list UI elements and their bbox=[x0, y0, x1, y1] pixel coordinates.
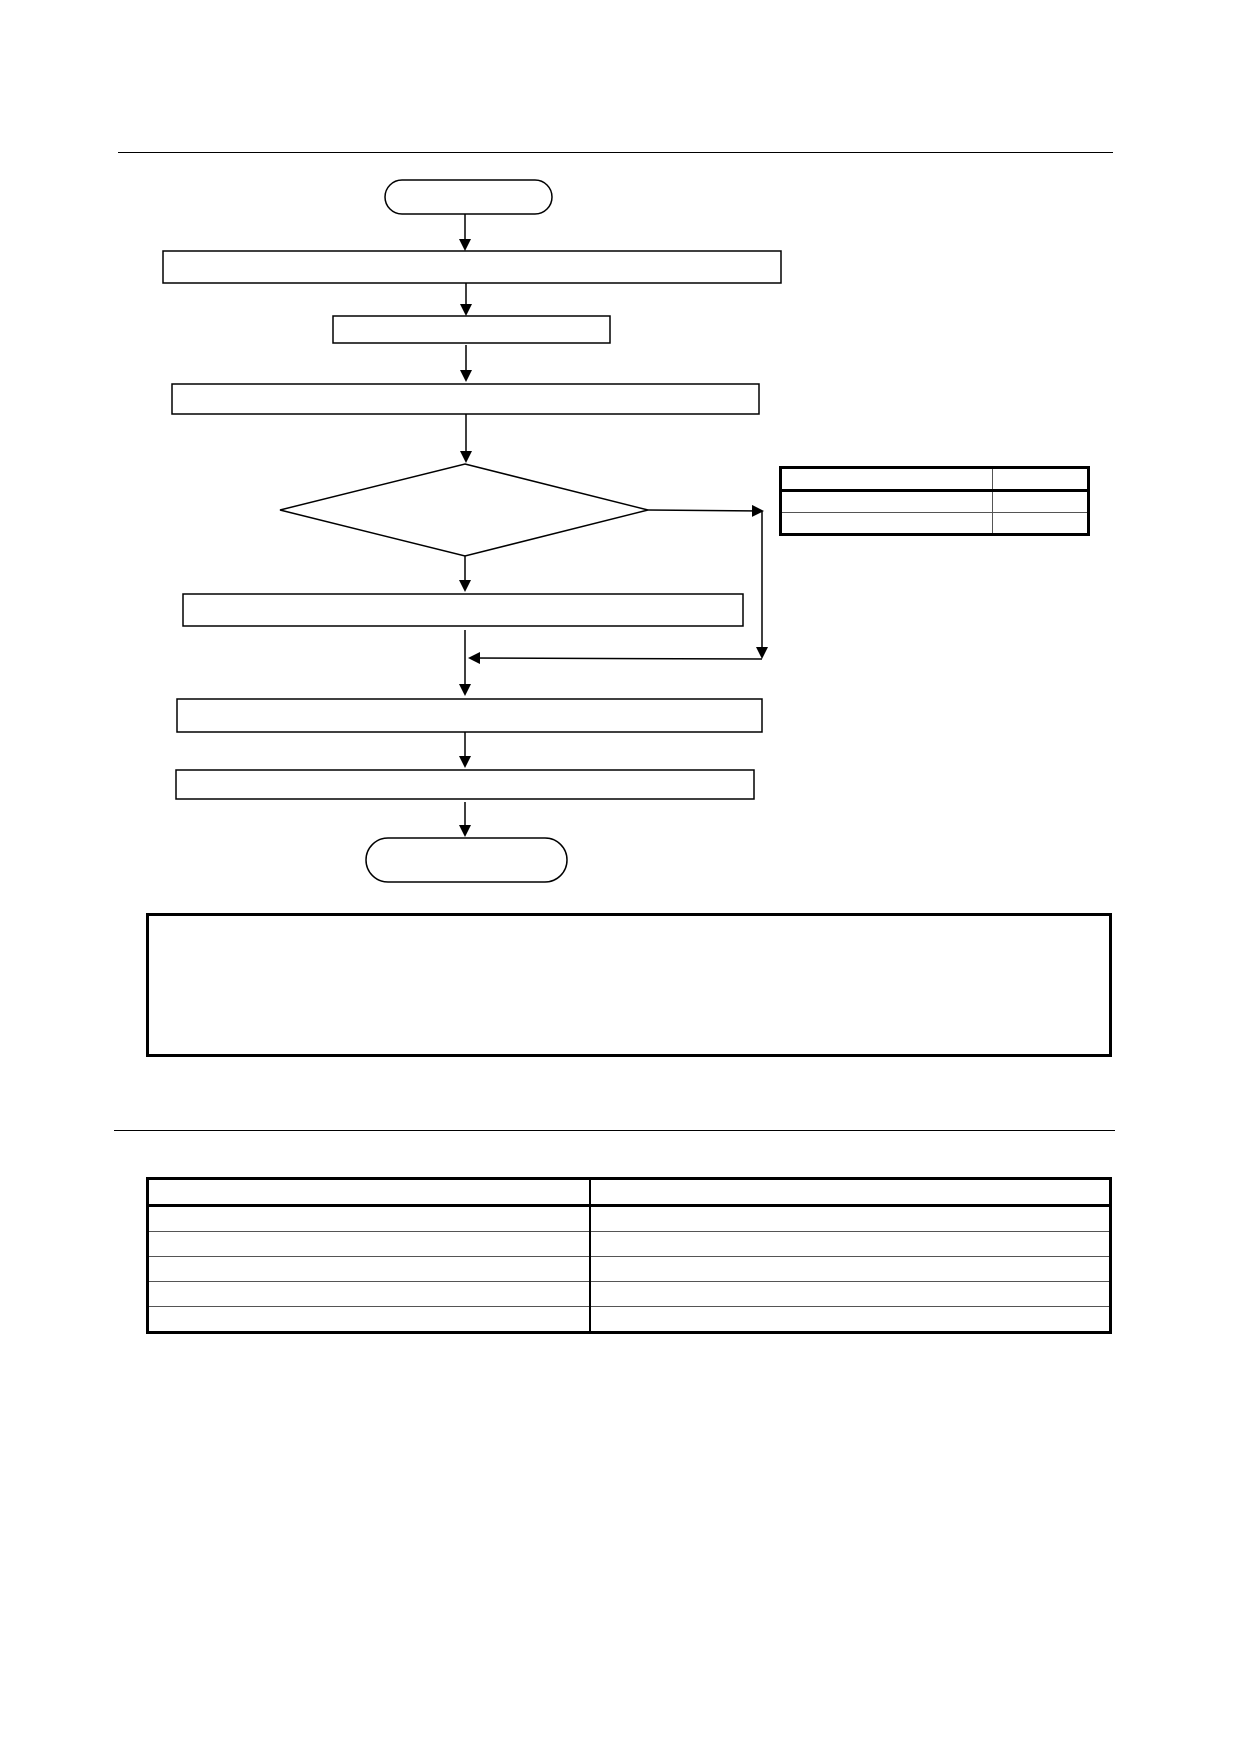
table-cell bbox=[589, 1281, 1111, 1307]
table-cell bbox=[780, 512, 993, 535]
top-divider bbox=[118, 152, 1113, 153]
table-row bbox=[147, 1256, 1111, 1282]
flow-branch-return-arrow bbox=[468, 652, 763, 665]
table-row bbox=[780, 490, 1089, 513]
flow-step-4 bbox=[182, 593, 744, 627]
table-cell bbox=[147, 1231, 591, 1257]
table-cell bbox=[589, 1256, 1111, 1282]
table-cell bbox=[780, 467, 993, 492]
table-cell bbox=[147, 1205, 591, 1232]
table-cell bbox=[589, 1231, 1111, 1257]
table-cell bbox=[147, 1178, 591, 1207]
table-row bbox=[147, 1231, 1111, 1257]
table-cell bbox=[780, 490, 993, 513]
table-row bbox=[780, 467, 1089, 492]
table-row bbox=[147, 1178, 1111, 1207]
table-cell bbox=[589, 1306, 1111, 1333]
flow-step-6 bbox=[175, 769, 755, 800]
table-cell bbox=[589, 1178, 1111, 1207]
table-cell bbox=[147, 1256, 591, 1282]
table-cell bbox=[992, 490, 1089, 513]
flow-branch-arrow bbox=[647, 504, 764, 517]
flowchart bbox=[162, 179, 782, 883]
table-row bbox=[147, 1306, 1111, 1333]
table-cell bbox=[992, 512, 1089, 535]
flow-step-5 bbox=[176, 698, 763, 733]
table-row bbox=[147, 1281, 1111, 1307]
middle-divider bbox=[114, 1130, 1115, 1131]
flow-start-terminator bbox=[384, 179, 553, 215]
table-row bbox=[780, 512, 1089, 535]
flow-step-3 bbox=[171, 383, 760, 415]
bottom-table bbox=[146, 1177, 1112, 1334]
table-row bbox=[147, 1205, 1111, 1232]
table-cell bbox=[992, 467, 1089, 492]
table-cell bbox=[147, 1281, 591, 1307]
flow-step-2 bbox=[332, 315, 611, 344]
note-box bbox=[146, 913, 1112, 1057]
flow-decision bbox=[279, 463, 649, 557]
table-cell bbox=[589, 1205, 1111, 1232]
side-table bbox=[779, 466, 1090, 536]
flow-step-1 bbox=[162, 250, 782, 284]
table-cell bbox=[147, 1306, 591, 1333]
flow-end-terminator bbox=[365, 837, 568, 883]
